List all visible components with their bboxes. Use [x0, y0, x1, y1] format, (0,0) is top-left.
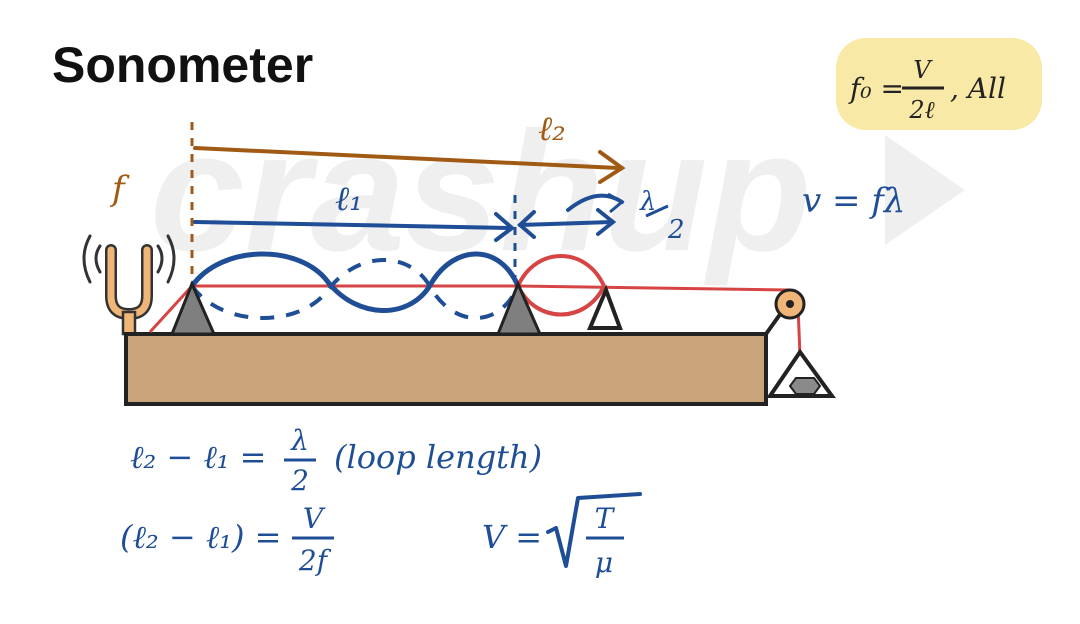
l1-label: ℓ₁: [335, 179, 363, 219]
watermark-arrow: [885, 135, 965, 245]
formula-suffix: , All: [950, 72, 1006, 105]
half-wavelength-line: [518, 220, 614, 227]
eq3-lhs: V =: [482, 518, 542, 556]
pointer-head: [607, 192, 625, 214]
fork-handle: [121, 310, 137, 336]
lambda-slash: [645, 204, 669, 218]
formula-denominator: 2ℓ: [908, 96, 934, 124]
eq2-numerator: V: [303, 502, 326, 535]
l2-arrow: ℓ₂: [193, 109, 626, 184]
eq1-denominator: 2: [290, 464, 309, 497]
equation-3: V = T μ: [482, 492, 642, 579]
standing-wave-solid: [189, 251, 521, 313]
frequency-label: f: [109, 169, 130, 209]
standing-wave-dashed: [190, 258, 520, 320]
lambda-denominator: 2: [667, 215, 685, 245]
pulley-axle: [786, 300, 794, 308]
hanging-weight: [766, 348, 836, 398]
left-bridge: [169, 280, 217, 336]
formula-box: f₀ = V 2ℓ , All: [836, 38, 1042, 130]
fork-tines-outline: [105, 244, 153, 321]
extra-loop-top: [516, 254, 606, 287]
eq2-lhs: (ℓ₂ − ℓ₁) =: [120, 518, 281, 556]
vibration-left-inner: [94, 244, 102, 274]
movable-bridge: [586, 284, 623, 330]
equation-1: ℓ₂ − ℓ₁ = λ 2 (loop length): [130, 424, 542, 497]
tuning-fork: f: [82, 169, 176, 336]
eq2-denominator: 2f: [298, 544, 332, 577]
l2-label: ℓ₂: [538, 109, 566, 149]
l1-line: [193, 220, 512, 230]
eq1-note: (loop length): [334, 438, 542, 476]
l1-arrow: ℓ₁: [193, 179, 516, 242]
lambda-numerator: λ: [639, 187, 656, 217]
formula-lhs: f₀ =: [848, 72, 904, 105]
page-title: Sonometer: [52, 37, 313, 93]
sqrt-sign: [546, 492, 642, 568]
formula-numerator: V: [913, 56, 933, 84]
eq3-denominator: μ: [595, 546, 613, 579]
watermark: crashup: [150, 97, 811, 287]
eq1-numerator: λ: [290, 424, 309, 457]
l2-arrowhead: [598, 150, 626, 184]
eq1-lhs: ℓ₂ − ℓ₁ =: [130, 438, 266, 476]
l1-arrowhead: [494, 212, 516, 242]
pulley: [764, 288, 806, 336]
string: [148, 284, 791, 334]
l2-line: [193, 146, 620, 170]
vibration-left-outer: [82, 234, 92, 284]
half-wavelength-arrow: λ 2: [516, 187, 685, 245]
vibration-right-outer: [166, 234, 176, 284]
eq3-numerator: T: [595, 502, 616, 535]
vibration-right-inner: [156, 244, 164, 274]
formula-highlight: [836, 38, 1042, 130]
half-wavelength-right-head: [596, 208, 617, 236]
middle-bridge: [495, 280, 543, 336]
half-wavelength-left-head: [516, 210, 536, 239]
sonometer-box: [124, 332, 768, 406]
equation-2: (ℓ₂ − ℓ₁) = V 2f: [120, 502, 334, 577]
wave-speed-formula: v = fλ: [802, 181, 905, 221]
weight-block: [788, 377, 822, 395]
